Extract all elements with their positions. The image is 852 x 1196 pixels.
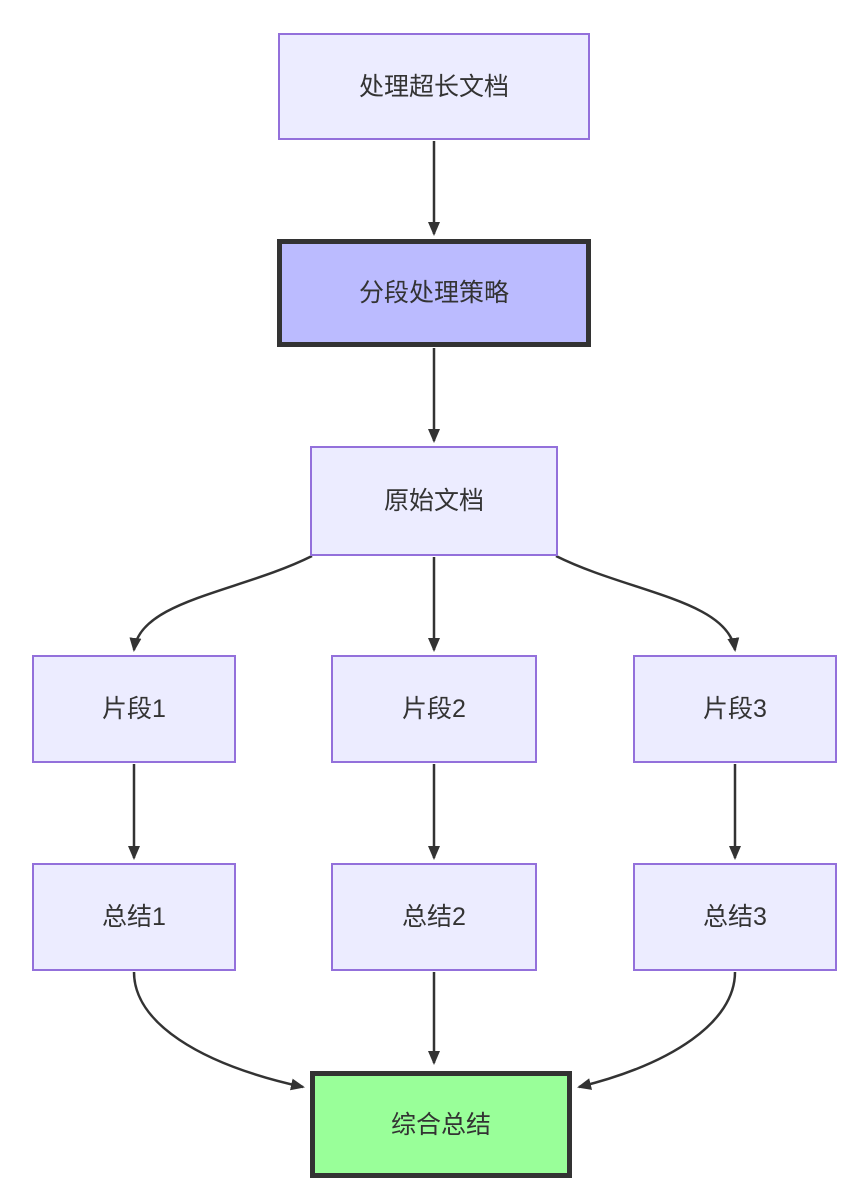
node-label: 总结3 <box>703 903 767 931</box>
node-fragment-3: 片段3 <box>633 655 837 763</box>
node-label: 总结2 <box>402 903 466 931</box>
node-label: 原始文档 <box>383 487 484 515</box>
node-original-document: 原始文档 <box>310 446 558 556</box>
node-label: 片段2 <box>402 695 466 723</box>
node-label: 片段1 <box>102 695 166 723</box>
edge-original-to-fragment-1 <box>129 554 313 652</box>
node-label: 片段3 <box>703 695 767 723</box>
node-summary-1: 总结1 <box>32 863 236 971</box>
edge-original-to-fragment-3 <box>555 554 740 652</box>
node-label: 总结1 <box>102 903 166 931</box>
node-fragment-2: 片段2 <box>331 655 537 763</box>
node-summary-3: 总结3 <box>633 863 837 971</box>
node-summary-2: 总结2 <box>331 863 537 971</box>
node-label: 分段处理策略 <box>358 279 509 307</box>
node-process-long-document: 处理超长文档 <box>278 33 590 140</box>
node-fragment-1: 片段1 <box>32 655 236 763</box>
node-label: 处理超长文档 <box>358 72 509 101</box>
node-label: 综合总结 <box>390 1110 491 1139</box>
edge-summary-3-to-final <box>577 971 737 1090</box>
node-segmentation-strategy: 分段处理策略 <box>277 239 591 347</box>
node-final-summary: 综合总结 <box>310 1071 572 1178</box>
edge-summary-1-to-final <box>132 971 305 1091</box>
